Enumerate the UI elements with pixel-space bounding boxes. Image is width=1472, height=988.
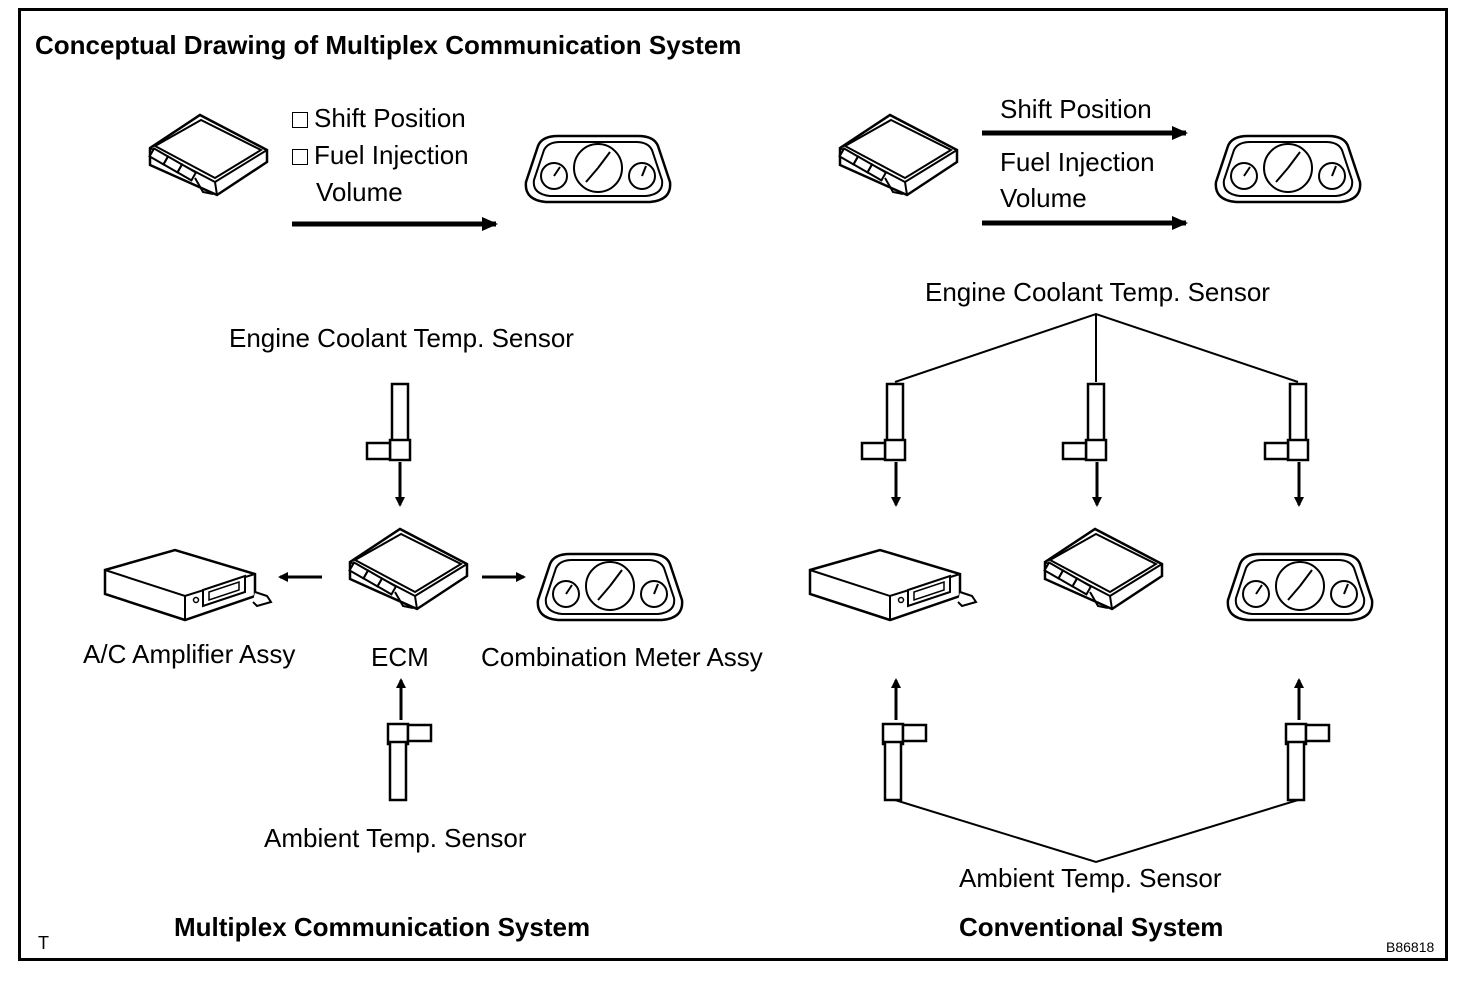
temp-sensor-icon xyxy=(1061,382,1108,462)
figure-code: B86818 xyxy=(1386,939,1435,955)
corner-mark: T xyxy=(38,933,49,953)
ac-amplifier-icon xyxy=(103,548,273,622)
checkbox-icon xyxy=(292,149,308,165)
multiplex-ambient-label: Ambient Temp. Sensor xyxy=(264,823,527,853)
conventional-section-title: Conventional System xyxy=(959,912,1224,942)
temp-sensor-icon xyxy=(386,722,433,802)
ecm-label: ECM xyxy=(371,642,429,672)
temp-sensor-icon xyxy=(1284,722,1331,802)
conventional-coolant-label: Engine Coolant Temp. Sensor xyxy=(925,277,1270,307)
ecm-unit-icon xyxy=(1043,527,1164,611)
ecm-unit-icon xyxy=(838,113,959,197)
combination-meter-icon xyxy=(1226,552,1374,622)
combination-meter-icon xyxy=(524,134,672,204)
ecm-unit-icon xyxy=(148,113,269,197)
conventional-volume-label: Volume xyxy=(1000,183,1087,213)
temp-sensor-icon xyxy=(365,382,412,462)
checkbox-icon xyxy=(292,112,308,128)
diagram-frame xyxy=(18,8,1448,961)
message-item-fuel: Fuel Injection xyxy=(292,142,469,168)
multiplex-section-title: Multiplex Communication System xyxy=(174,912,591,942)
temp-sensor-icon xyxy=(881,722,928,802)
ecm-unit-icon xyxy=(348,527,469,611)
combination-meter-icon xyxy=(1214,134,1362,204)
combination-meter-label: Combination Meter Assy xyxy=(481,642,763,672)
temp-sensor-icon xyxy=(860,382,907,462)
multiplex-coolant-label: Engine Coolant Temp. Sensor xyxy=(229,323,574,353)
temp-sensor-icon xyxy=(1263,382,1310,462)
combination-meter-icon xyxy=(536,552,684,622)
message-item-shift: Shift Position xyxy=(292,105,466,131)
ambient-sensor-wire xyxy=(894,799,1299,864)
diagram-title: Conceptual Drawing of Multiplex Communic… xyxy=(35,30,742,60)
ac-amplifier-label: A/C Amplifier Assy xyxy=(83,639,296,669)
conventional-shift-label: Shift Position xyxy=(1000,94,1152,124)
conventional-ambient-label: Ambient Temp. Sensor xyxy=(959,863,1222,893)
message-item-volume: Volume xyxy=(316,177,403,207)
ac-amplifier-icon xyxy=(808,548,978,622)
conventional-fuel-label: Fuel Injection xyxy=(1000,147,1155,177)
